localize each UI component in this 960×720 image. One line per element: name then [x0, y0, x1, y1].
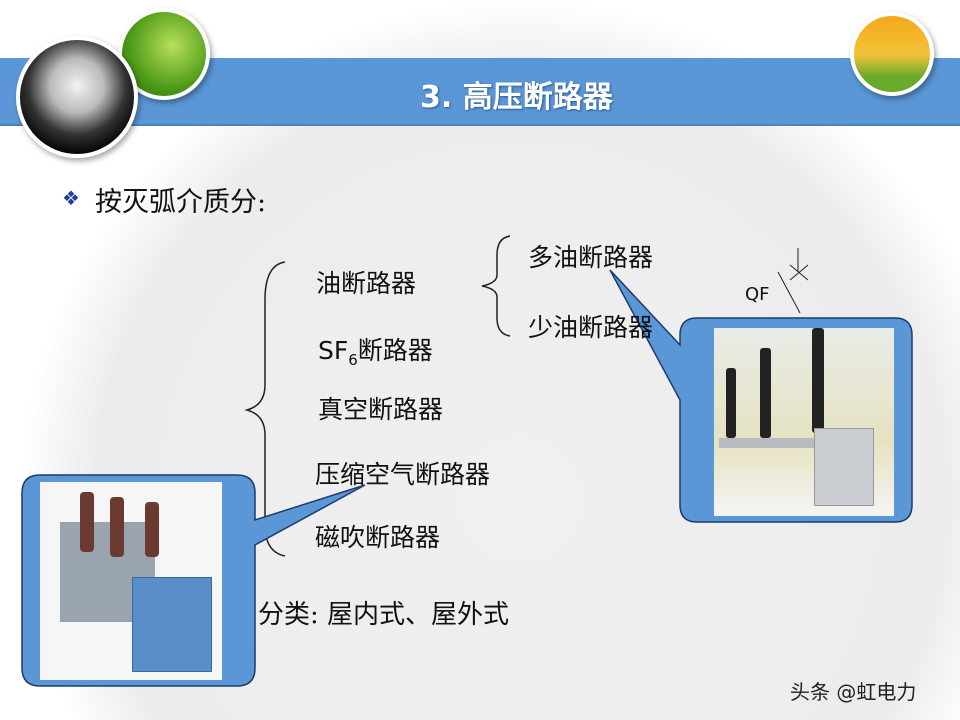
- sf6-subscript: 6: [348, 351, 358, 369]
- diamond-bullet-icon: ❖: [62, 186, 80, 210]
- oil-breaker: 油断路器: [316, 269, 417, 298]
- dandelion-image: [16, 36, 138, 158]
- heading: 按灭弧介质分:: [95, 187, 267, 218]
- sf6-breaker: SF6断路器: [318, 331, 433, 369]
- sf6-tail: 断路器: [357, 336, 433, 365]
- sf6-main: SF: [318, 336, 349, 365]
- watermark: 头条 @虹电力: [790, 680, 917, 704]
- slide-title: 3. 高压断路器: [420, 80, 613, 115]
- tulip-image: [850, 12, 934, 96]
- indoor-breaker-photo: [40, 482, 222, 680]
- install-classification: 分类: 屋内式、屋外式: [258, 600, 510, 630]
- bulk-oil-breaker: 多油断路器: [528, 243, 654, 272]
- magnetic-blast-breaker: 磁吹断路器: [315, 523, 441, 552]
- minimum-oil-breaker: 少油断路器: [528, 313, 654, 342]
- vacuum-breaker: 真空断路器: [318, 395, 444, 424]
- outdoor-breaker-photo: [714, 328, 894, 516]
- air-blast-breaker: 压缩空气断路器: [315, 460, 491, 489]
- qf-symbol-label: QF: [745, 284, 770, 305]
- leaf-image: [118, 8, 210, 100]
